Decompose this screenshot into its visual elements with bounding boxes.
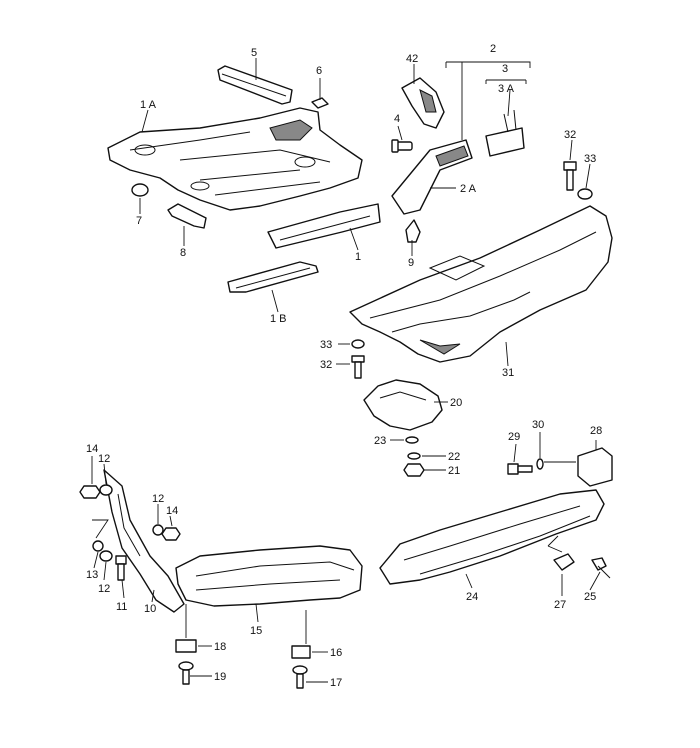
plug-7 [131,183,149,197]
nut-12-left [99,484,113,496]
heat-shield-24 [379,489,605,585]
bracket-42 [401,77,445,129]
nut-23 [405,436,419,444]
label-1: 1 [355,251,361,263]
nut-12-lower [99,550,113,562]
label-25: 25 [584,591,596,603]
screw-19 [178,661,194,685]
nut-14-mid [161,527,181,541]
bracket-5 [217,65,293,105]
bolt-29 [507,463,533,475]
label-28: 28 [590,425,602,437]
label-1b: 1 B [270,313,287,325]
label-17: 17 [330,677,342,689]
bracket-10 [103,469,185,613]
label-42: 42 [406,53,418,65]
nut-12-mid [152,524,164,536]
label-9: 9 [408,257,414,269]
label-1a: 1 A [140,99,157,111]
bracket-8 [167,203,207,229]
label-5: 5 [251,47,257,59]
label-23: 23 [374,435,386,447]
label-3: 3 [502,63,508,75]
heat-shield-15 [175,545,363,607]
screw-17 [292,665,308,689]
label-14-mid: 14 [166,505,178,517]
bolt-11 [115,555,127,581]
label-12-left: 12 [98,453,110,465]
clip-16 [291,645,311,659]
sill-1b [227,261,319,293]
label-27: 27 [554,599,566,611]
floor-pan-1a [107,107,363,211]
washer-33-lower [351,339,365,349]
label-6: 6 [316,65,322,77]
washer-33-upper [577,188,593,200]
bolt-32-lower [351,355,365,379]
label-33-upper: 33 [584,153,596,165]
clip-6 [311,97,329,109]
label-2: 2 [490,43,496,55]
label-31: 31 [502,367,514,379]
clip-9 [405,219,421,243]
bracket-28 [577,447,613,487]
nut-14-left [79,485,101,499]
bolt-4 [391,139,413,153]
callout-labels: 5 6 1 A 7 8 1 1 B 42 2 3 3 A 4 2 A 9 32 … [86,43,602,689]
underbody-panel-31 [349,205,613,363]
sill-1 [267,203,381,249]
bracket-3a [485,109,525,157]
label-30: 30 [532,419,544,431]
label-15: 15 [250,625,262,637]
label-18: 18 [214,641,226,653]
label-21: 21 [448,465,460,477]
label-4: 4 [394,113,400,125]
clip-18 [175,639,197,653]
label-19: 19 [214,671,226,683]
bolt-32-upper [563,161,577,191]
label-8: 8 [180,247,186,259]
label-10: 10 [144,603,156,615]
label-33-lower: 33 [320,339,332,351]
screw-25 [591,557,611,579]
label-22: 22 [448,451,460,463]
cover-20 [363,379,443,431]
clip-27 [553,553,575,571]
label-3a: 3 A [498,83,515,95]
label-2a: 2 A [460,183,477,195]
label-12-mid: 12 [152,493,164,505]
label-16: 16 [330,647,342,659]
label-11: 11 [116,601,127,613]
support-2a [391,139,473,215]
washer-22 [407,452,421,460]
nut-21 [403,463,425,477]
label-24: 24 [466,591,478,603]
washer-13 [92,540,104,552]
leader-lines [91,58,601,683]
label-29: 29 [508,431,520,443]
label-12-lower: 12 [98,583,110,595]
washer-30 [536,458,544,470]
label-20: 20 [450,397,462,409]
label-32-upper: 32 [564,129,576,141]
label-13: 13 [86,569,98,581]
label-7: 7 [136,215,142,227]
label-32-lower: 32 [320,359,332,371]
label-14-left: 14 [86,443,98,455]
